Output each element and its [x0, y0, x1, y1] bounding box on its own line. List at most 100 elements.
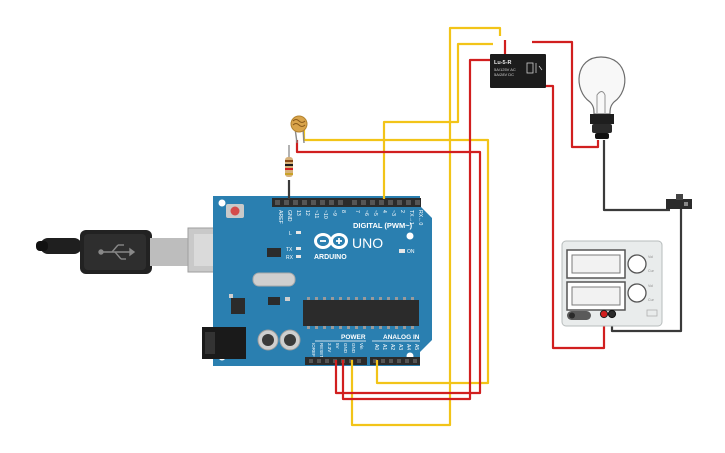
arduino-uno-board[interactable]: AREF GND 13 12 ~11 ~10 ~9 8 7 ~6 ~5 4 ~3…: [202, 196, 432, 366]
resistor-band: [285, 164, 293, 166]
pin-label: ~5: [372, 210, 378, 216]
mounting-hole: [218, 199, 226, 207]
wire-red-ldr-5v[interactable]: [295, 140, 482, 395]
power-supply-icon[interactable]: Vol Cur Vol Cur: [561, 240, 663, 327]
pin-label: A4: [405, 344, 411, 350]
power-led-label: ON: [407, 249, 415, 255]
pin-label: RX←0: [417, 210, 423, 225]
pin-label: GND: [286, 210, 292, 222]
relay-model-label: Lu-5-R: [494, 60, 511, 66]
switch-body: [666, 199, 692, 209]
usb-cable-strain-relief: [40, 238, 82, 254]
wire-black-bulb-switch[interactable]: [602, 140, 670, 212]
power-pin-labels: IOREF RESET 3.3V 5V GND GND Vin: [311, 343, 364, 358]
switch-pin: [684, 202, 688, 206]
pin-label: A2: [389, 344, 395, 350]
wire-red-relay-psu[interactable]: [545, 84, 606, 350]
psu-power-button-dot: [569, 312, 575, 319]
negative-terminal-icon[interactable]: [607, 309, 617, 319]
wire-yellow-relay-5v[interactable]: [350, 26, 502, 427]
pin-label: 7: [354, 210, 360, 213]
bulb-socket-bottom: [595, 133, 609, 139]
pin-label: 2: [399, 210, 405, 213]
pin-label: A0: [373, 344, 379, 350]
slide-switch-icon[interactable]: [666, 194, 692, 209]
relay-schematic-icon: [526, 62, 543, 74]
voltage-knob-icon[interactable]: [627, 254, 647, 274]
status-leds: L TX RX: [286, 231, 301, 261]
pin-label: 12: [304, 210, 310, 216]
regulator-tab: [229, 294, 233, 298]
pin-label: A1: [381, 344, 387, 350]
analog-pin-header[interactable]: [370, 357, 420, 365]
resistor-band: [285, 160, 293, 162]
pin-label: ~9: [331, 210, 337, 216]
power-header-label: POWER: [341, 334, 366, 341]
analog-pin-labels: A0 A1 A2 A3 A4 A5: [373, 344, 419, 350]
chip-pins: [307, 297, 414, 329]
pin-label: 8: [340, 210, 346, 213]
digital-pin-header[interactable]: [272, 198, 421, 207]
led-l-label: L: [289, 231, 292, 237]
digital-pin-labels: AREF GND 13 12 ~11 ~10 ~9 8 7 ~6 ~5 4 ~3…: [277, 210, 423, 225]
reset-button-cap[interactable]: [230, 206, 240, 216]
digital-pin-sockets: [275, 200, 420, 205]
led-l-icon: [296, 231, 301, 234]
usb-chip: [267, 248, 281, 257]
arduino-logo: ARDUINO UNO: [314, 233, 383, 261]
bulb-socket: [592, 124, 612, 133]
capacitor-top: [262, 334, 274, 346]
knob-label: Cur: [648, 269, 655, 273]
current-knob-icon[interactable]: [627, 283, 647, 303]
pin-label: TX→1: [408, 210, 414, 225]
usb-symbol-icon: [98, 244, 136, 260]
light-bulb-icon[interactable]: [578, 56, 626, 139]
switch-slider[interactable]: [676, 194, 683, 200]
relay-body: [490, 54, 546, 88]
pin-label: 4: [381, 210, 387, 213]
small-ic: [268, 297, 280, 305]
dc-jack-opening: [205, 332, 215, 354]
board-model-label: UNO: [352, 235, 383, 251]
crystal-oscillator: [252, 272, 296, 287]
knob-label: Vol: [648, 284, 653, 288]
photoresistor-icon[interactable]: [290, 115, 308, 144]
pin-label: 3.3V: [327, 343, 332, 352]
bulb-glass: [578, 56, 626, 115]
bulb-base: [590, 114, 614, 124]
led-rx-icon: [296, 255, 301, 258]
psu-display-current-inner: [571, 286, 621, 306]
analog-header-label: ANALOG IN: [383, 334, 420, 341]
relay-rating-dc: 5A/28V DC: [494, 72, 514, 77]
wire-yellow-relay-signal[interactable]: [382, 42, 493, 199]
pin-label: ~3: [390, 210, 396, 216]
infinity-logo-icon: [314, 233, 348, 249]
pin-label: ~6: [363, 210, 369, 216]
relay-module[interactable]: Lu-5-R 5A/125V AC 5A/28V DC: [490, 54, 546, 88]
atmega-chip: [303, 300, 419, 326]
knob-label: Vol: [648, 255, 653, 259]
usb-metal-jack: [150, 238, 192, 266]
positive-terminal-icon[interactable]: [599, 309, 609, 319]
voltage-regulator: [231, 298, 245, 314]
power-led-icon: [399, 249, 405, 253]
pin-label: 5V: [335, 343, 340, 349]
resistor-band: [285, 173, 293, 175]
arduino-wordmark: ARDUINO: [314, 254, 347, 261]
capacitor-top: [284, 334, 296, 346]
pin-label: RESET: [319, 343, 324, 358]
knob-label: Cur: [648, 298, 655, 302]
relay-rating-ac: 5A/125V AC: [494, 67, 516, 72]
pin-label: Vin: [359, 343, 364, 350]
pin-label: IOREF: [311, 343, 316, 357]
led-tx-label: TX: [286, 247, 293, 253]
wire-red-relay-bulb[interactable]: [532, 40, 600, 149]
smd-part: [285, 297, 290, 301]
psu-display-voltage-inner: [571, 254, 621, 274]
bulb-filament: [596, 91, 606, 113]
pin-label: 13: [295, 210, 301, 216]
analog-pin-sockets: [373, 359, 417, 363]
pin-label: GND: [351, 343, 356, 354]
resistor-icon[interactable]: [285, 145, 293, 177]
